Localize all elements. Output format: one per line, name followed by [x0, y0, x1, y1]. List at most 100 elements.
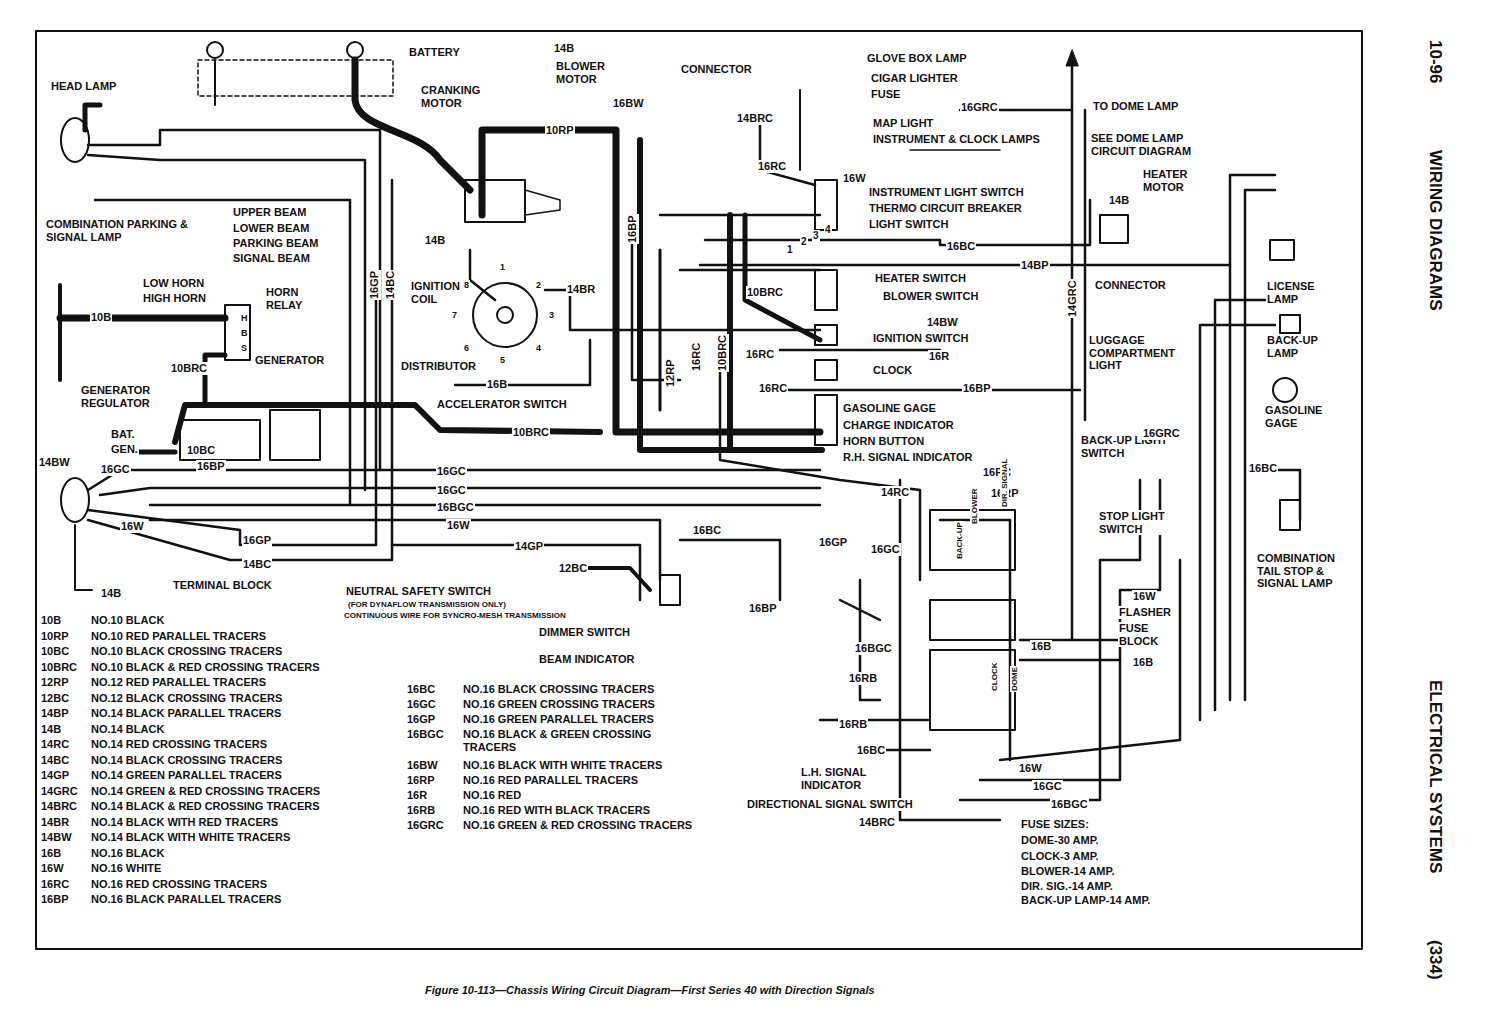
wire-label: 14GRC — [40, 785, 79, 798]
wire-label: CONTINUOUS WIRE FOR SYNCRO-MESH TRANSMIS… — [343, 611, 567, 620]
wire-label: NO.16 BLACK & GREEN CROSSING TRACERS — [462, 728, 704, 753]
wire-label: 10BRC — [512, 426, 550, 439]
wire-label: INSTRUMENT & CLOCK LAMPS — [872, 133, 1041, 146]
wire-label: GLOVE BOX LAMP — [866, 52, 968, 65]
wire-label: 10BRC — [170, 362, 208, 375]
wire-label: NO.16 RED CROSSING TRACERS — [90, 878, 268, 891]
wire-label: 16GC — [436, 465, 467, 478]
wire-label: 16RB — [838, 718, 868, 731]
wire-label: 14BC — [40, 754, 70, 767]
wire-label: LUGGAGE COMPARTMENT LIGHT — [1088, 334, 1190, 372]
wire-label: BLOWER MOTOR — [555, 60, 617, 85]
wire-label: 3 — [548, 310, 555, 320]
wire-label: CLOCK — [990, 662, 999, 692]
wire-label: DIR. SIGNAL — [1000, 458, 1009, 508]
wire-label: 14GP — [40, 769, 70, 782]
wire-label: 7 — [451, 310, 458, 320]
wire-label: 16GRC — [1142, 427, 1181, 440]
wire-label: BLOWER SWITCH — [882, 290, 979, 303]
wire-label: BEAM INDICATOR — [538, 653, 636, 666]
wire-label: NO.14 GREEN & RED CROSSING TRACERS — [90, 785, 321, 798]
wire-label: 16RB — [848, 672, 878, 685]
wire-label: LOW HORN — [142, 277, 205, 290]
wire-label: 1 — [786, 244, 794, 256]
wire-label: 6 — [463, 343, 470, 353]
wire-label: 14BP — [40, 707, 70, 720]
wire-label: 16B — [486, 378, 508, 391]
wire-label: DISTRIBUTOR — [400, 360, 477, 373]
wire-label: 14BC — [242, 558, 272, 571]
wire-label: NO.14 BLACK WITH WHITE TRACERS — [90, 831, 291, 844]
wire-label: 16BP — [748, 602, 778, 615]
wire-label: DIMMER SWITCH — [538, 626, 631, 639]
wire-label: 10BC — [40, 645, 70, 658]
wire-label: NO.16 WHITE — [90, 862, 162, 875]
wire-label: 16R — [928, 350, 950, 363]
wire-label: LOWER BEAM — [232, 222, 310, 235]
wire-label: 14BR — [566, 283, 596, 296]
wire-label: 14BP — [1020, 259, 1050, 272]
wire-label: UPPER BEAM — [232, 206, 307, 219]
wire-label: NO.10 BLACK — [90, 614, 165, 627]
wire-label: 16R — [406, 789, 428, 802]
wire-label: HIGH HORN — [142, 292, 207, 305]
wire-label: 16GP — [818, 536, 848, 549]
wire-label: 14RC — [880, 486, 910, 499]
wire-label: THERMO CIRCUIT BREAKER — [868, 202, 1023, 215]
wire-label: NO.14 BLACK CROSSING TRACERS — [90, 754, 283, 767]
wire-label: 16GC — [1032, 780, 1063, 793]
wire-label: 5 — [499, 355, 506, 365]
wire-label: 4 — [535, 343, 542, 353]
wire-label: 16RB — [406, 804, 436, 817]
wire-label: FUSE BLOCK — [1118, 622, 1170, 647]
wire-label: LICENSE LAMP — [1266, 280, 1328, 305]
wire-label: 12RP — [664, 358, 677, 388]
wire-label: GEN. — [110, 443, 139, 456]
wire-label: 16BC — [856, 744, 886, 757]
wire-label: 2 — [535, 280, 542, 290]
wire-label: 12BC — [558, 562, 588, 575]
wire-label: 14GP — [514, 540, 544, 553]
wire-label: 16BC — [692, 524, 722, 537]
wire-label: NO.14 BLACK WITH RED TRACERS — [90, 816, 279, 829]
wire-label: INSTRUMENT LIGHT SWITCH — [868, 186, 1025, 199]
wire-label: 16BC — [406, 683, 436, 696]
wire-label: COMBINATION PARKING & SIGNAL LAMP — [45, 218, 227, 243]
wire-label: CONNECTOR — [1094, 279, 1167, 292]
wire-label: GENERATOR — [254, 354, 325, 367]
wire-label: 10BC — [186, 444, 216, 457]
wire-label: NO.14 BLACK & RED CROSSING TRACERS — [90, 800, 321, 813]
wire-label: 16BP — [196, 460, 226, 473]
wire-label: DIR. SIG.-14 AMP. — [1020, 880, 1114, 893]
wire-label: 16BW — [612, 97, 645, 110]
wire-label: NO.16 BLACK WITH WHITE TRACERS — [462, 759, 663, 772]
wire-label: L.H. SIGNAL INDICATOR — [800, 766, 892, 791]
wire-label: 14BR — [40, 816, 70, 829]
wire-label: 14BRC — [40, 800, 78, 813]
wire-label: 16BGC — [854, 642, 893, 655]
wire-label: 1 — [499, 262, 506, 272]
wire-label: 16GP — [242, 534, 272, 547]
wire-label: FLASHER — [1118, 606, 1172, 619]
wire-label: CHARGE INDICATOR — [842, 419, 955, 432]
wire-label: HORN BUTTON — [842, 435, 925, 448]
wire-label: 16RC — [757, 160, 787, 173]
wire-label: TO DOME LAMP — [1092, 100, 1179, 113]
wire-label: 16BP — [962, 382, 992, 395]
wire-label: NEUTRAL SAFETY SWITCH — [345, 585, 492, 598]
wire-label: 16BW — [406, 759, 439, 772]
wire-label: 12BC — [40, 692, 70, 705]
wire-label: 16BP — [626, 214, 639, 244]
wire-label: 14B — [1108, 194, 1130, 207]
wire-label: 16GC — [100, 463, 131, 476]
wire-label: 16BC — [946, 240, 976, 253]
wire-label: 14BRC — [736, 112, 774, 125]
wire-label: CONNECTOR — [680, 63, 753, 76]
wire-label: TERMINAL BLOCK — [172, 579, 273, 592]
wire-label: GENERATOR REGULATOR — [80, 384, 162, 409]
wire-label: 10BRC — [746, 286, 784, 299]
page-heading: 10-96 — [1425, 40, 1445, 83]
wire-label: MAP LIGHT — [872, 117, 934, 130]
wire-label: 2 — [800, 236, 808, 248]
wire-label: 16GC — [436, 484, 467, 497]
